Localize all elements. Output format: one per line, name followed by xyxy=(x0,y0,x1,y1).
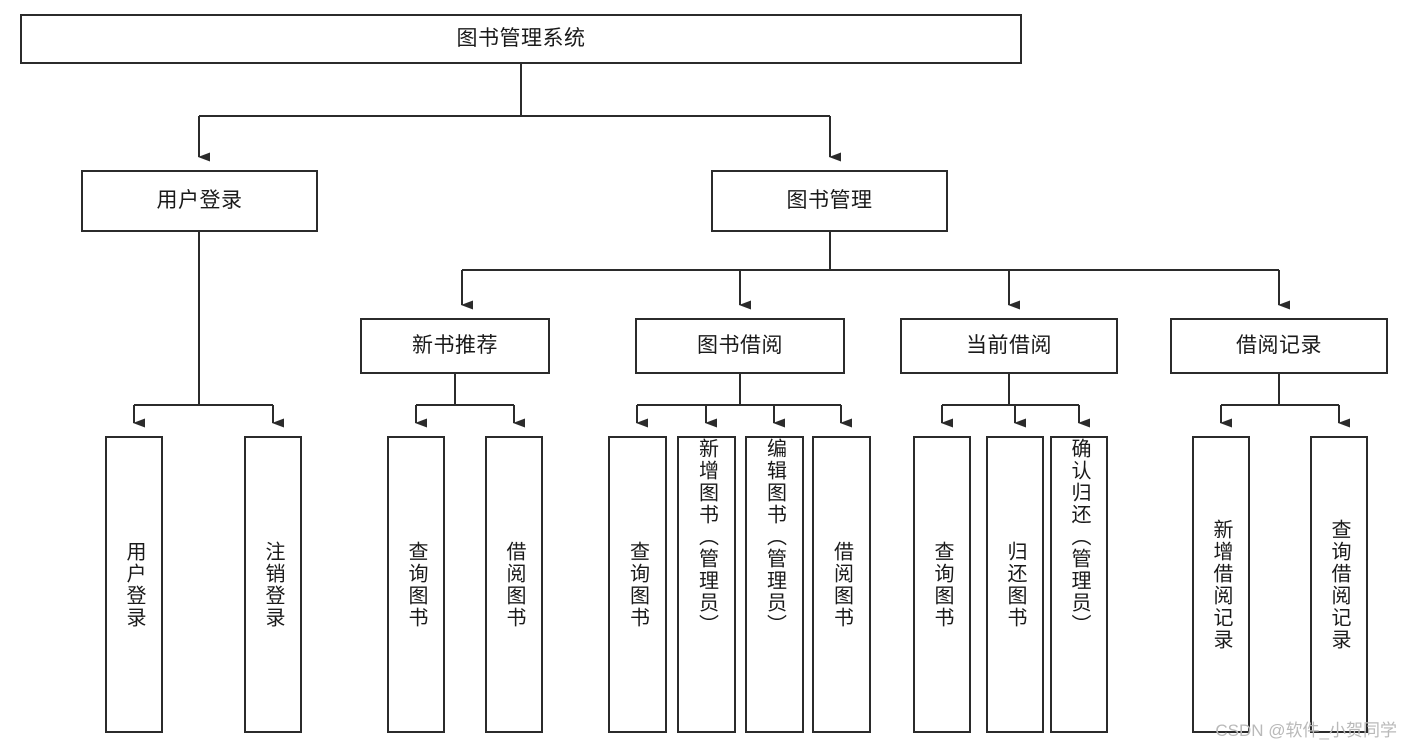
connector-root-to-level1 xyxy=(198,64,841,162)
leaf-query-book-current[interactable]: 查询图书 xyxy=(913,436,971,733)
leaf-add-book-admin[interactable]: 新增图书（管理员） xyxy=(677,436,736,733)
connector-bookborrow-to-leaves xyxy=(636,374,852,428)
leaf-return-book-label: 归还图书 xyxy=(1004,540,1026,629)
connector-currentborrow-to-leaves xyxy=(941,374,1090,428)
leaf-query-book-borrow[interactable]: 查询图书 xyxy=(608,436,667,733)
leaf-query-book-current-label: 查询图书 xyxy=(931,540,953,629)
leaf-query-borrow-record[interactable]: 查询借阅记录 xyxy=(1310,436,1368,733)
csdn-watermark: CSDN @软件_小贺同学 xyxy=(1215,721,1397,740)
leaf-user-login[interactable]: 用户登录 xyxy=(105,436,163,733)
connector-bookmanagement-to-level2 xyxy=(461,232,1290,310)
leaf-add-borrow-record-label: 新增借阅记录 xyxy=(1210,518,1232,651)
leaf-query-book-rec-label: 查询图书 xyxy=(405,540,427,629)
leaf-user-logout-label: 注销登录 xyxy=(262,540,284,629)
connector-userlogin-to-leaves xyxy=(133,232,284,428)
node-borrow-record[interactable]: 借阅记录 xyxy=(1170,318,1388,374)
leaf-user-login-label: 用户登录 xyxy=(123,540,145,629)
leaf-query-book-borrow-label: 查询图书 xyxy=(626,540,649,629)
leaf-query-book-rec[interactable]: 查询图书 xyxy=(387,436,445,733)
leaf-edit-book-admin[interactable]: 编辑图书（管理员） xyxy=(745,436,804,733)
node-root-label: 图书管理系统 xyxy=(456,26,586,50)
node-book-management[interactable]: 图书管理 xyxy=(711,170,948,232)
leaf-query-borrow-record-label: 查询借阅记录 xyxy=(1328,518,1350,651)
node-current-borrow-label: 当前借阅 xyxy=(966,333,1052,357)
leaf-user-logout[interactable]: 注销登录 xyxy=(244,436,302,733)
leaf-confirm-return-admin[interactable]: 确认归还（管理员） xyxy=(1050,436,1108,733)
node-root[interactable]: 图书管理系统 xyxy=(20,14,1022,64)
node-book-borrow[interactable]: 图书借阅 xyxy=(635,318,845,374)
node-borrow-record-label: 借阅记录 xyxy=(1236,333,1322,357)
leaf-borrow-book-rec-label: 借阅图书 xyxy=(503,540,525,629)
node-current-borrow[interactable]: 当前借阅 xyxy=(900,318,1118,374)
node-user-login-label: 用户登录 xyxy=(156,188,243,212)
connector-newbook-to-leaves xyxy=(415,374,525,428)
leaf-borrow-book-rec[interactable]: 借阅图书 xyxy=(485,436,543,733)
node-new-book-recommend-label: 新书推荐 xyxy=(412,333,498,357)
leaf-borrow-book-label: 借阅图书 xyxy=(830,540,853,629)
node-new-book-recommend[interactable]: 新书推荐 xyxy=(360,318,550,374)
node-user-login[interactable]: 用户登录 xyxy=(81,170,318,232)
node-book-management-label: 图书管理 xyxy=(786,188,873,212)
leaf-return-book[interactable]: 归还图书 xyxy=(986,436,1044,733)
leaf-add-borrow-record[interactable]: 新增借阅记录 xyxy=(1192,436,1250,733)
leaf-borrow-book[interactable]: 借阅图书 xyxy=(812,436,871,733)
leaf-confirm-return-admin-label: 确认归还（管理员） xyxy=(1068,438,1090,636)
connector-borrowrecord-to-leaves xyxy=(1220,374,1350,428)
leaf-add-book-admin-label: 新增图书（管理员） xyxy=(695,438,718,636)
node-book-borrow-label: 图书借阅 xyxy=(697,333,783,357)
leaf-edit-book-admin-label: 编辑图书（管理员） xyxy=(763,438,786,636)
